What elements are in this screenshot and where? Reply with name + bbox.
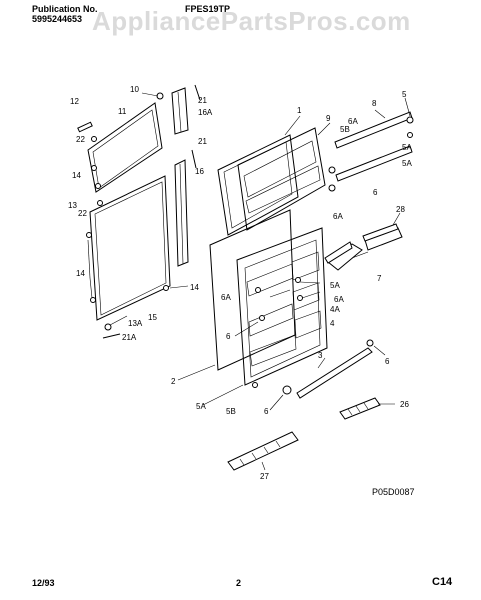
model-number: FPES19TP	[185, 4, 231, 14]
callout-4: 3	[318, 351, 323, 360]
callout-15: 15	[148, 313, 157, 322]
callout-4A: 4	[330, 319, 335, 328]
callout-10: 10	[130, 85, 139, 94]
callout-22-lower: 22	[78, 209, 87, 218]
callout-6A-top: 6A	[348, 117, 358, 126]
callout-13: 13	[68, 201, 77, 210]
callout-21-lower: 21	[198, 137, 207, 146]
callout-5A-mid: 5A	[330, 281, 340, 290]
leader-lines	[87, 92, 411, 471]
footer-section: C14	[432, 576, 453, 588]
callout-26: 26	[400, 400, 409, 409]
fresh-food-door-panel	[209, 209, 296, 371]
callout-6-bin: 6	[385, 357, 390, 366]
toe-grille	[227, 431, 299, 471]
callout-11: 11	[118, 107, 127, 116]
callout-5B-bottom: 5B	[226, 407, 236, 416]
small-hardware	[77, 84, 414, 395]
callout-13A: 13A	[128, 319, 143, 328]
watermark: AppliancePartsPros.com	[92, 6, 411, 36]
freezer-door-gasket	[87, 102, 163, 193]
door-handle-lower	[174, 159, 189, 267]
callout-5: 4A	[330, 305, 340, 314]
footer-page: 2	[236, 578, 242, 588]
callout-16A: 16A	[198, 108, 213, 117]
callout-6A-right: 6A	[334, 295, 344, 304]
cover-grille-small	[339, 397, 381, 420]
freezer-door-liner	[237, 127, 326, 231]
callout-1: 1	[297, 106, 302, 115]
footer-date: 12/93	[32, 578, 55, 588]
callout-6A-left: 6A	[221, 293, 231, 302]
callout-6-bottom: 6	[264, 407, 269, 416]
callout-5A-right: 5A	[402, 159, 412, 168]
callout-5A-top: 5	[402, 90, 407, 99]
callout-6-left: 6	[226, 332, 231, 341]
callout-2: 2	[171, 377, 176, 386]
fresh-food-door-gasket	[89, 175, 171, 321]
publication-label: Publication No.	[32, 4, 98, 14]
shelf-rail-lower	[296, 347, 373, 399]
callout-3: 5A	[196, 402, 206, 411]
callout-5B-top: 5B	[340, 125, 350, 134]
callout-8: 8	[372, 99, 377, 108]
callout-5A-extra: 5A	[402, 143, 412, 152]
callout-16: 16	[195, 167, 204, 176]
callout-28: 28	[396, 205, 405, 214]
callout-21A: 21A	[122, 333, 137, 342]
callout-9: 9	[326, 114, 331, 123]
callout-22-upper: 22	[76, 135, 85, 144]
shelf-rail-upper	[334, 111, 413, 182]
diagram-code: P05D0087	[372, 487, 415, 497]
callout-14-upper: 14	[72, 171, 81, 180]
publication-number: 5995244653	[32, 14, 83, 24]
callout-12: 12	[70, 97, 79, 106]
freezer-door-panel	[217, 134, 299, 236]
callout-27: 27	[260, 472, 269, 481]
fresh-food-door-liner	[236, 227, 328, 386]
callout-6A-mid: 6A	[333, 212, 343, 221]
callout-21-upper: 21	[198, 96, 207, 105]
callout-6-right: 6	[373, 188, 378, 197]
callout-7: 7	[377, 274, 382, 283]
door-handle-upper	[171, 87, 189, 135]
callout-labels: 10 12 11 21 16A 22 14 21 16 13 22 14 14 …	[68, 85, 412, 481]
door-shelf-bin	[324, 241, 363, 271]
dairy-bin	[362, 223, 403, 251]
callout-14-left: 14	[76, 269, 85, 278]
callout-14-right: 14	[190, 283, 199, 292]
